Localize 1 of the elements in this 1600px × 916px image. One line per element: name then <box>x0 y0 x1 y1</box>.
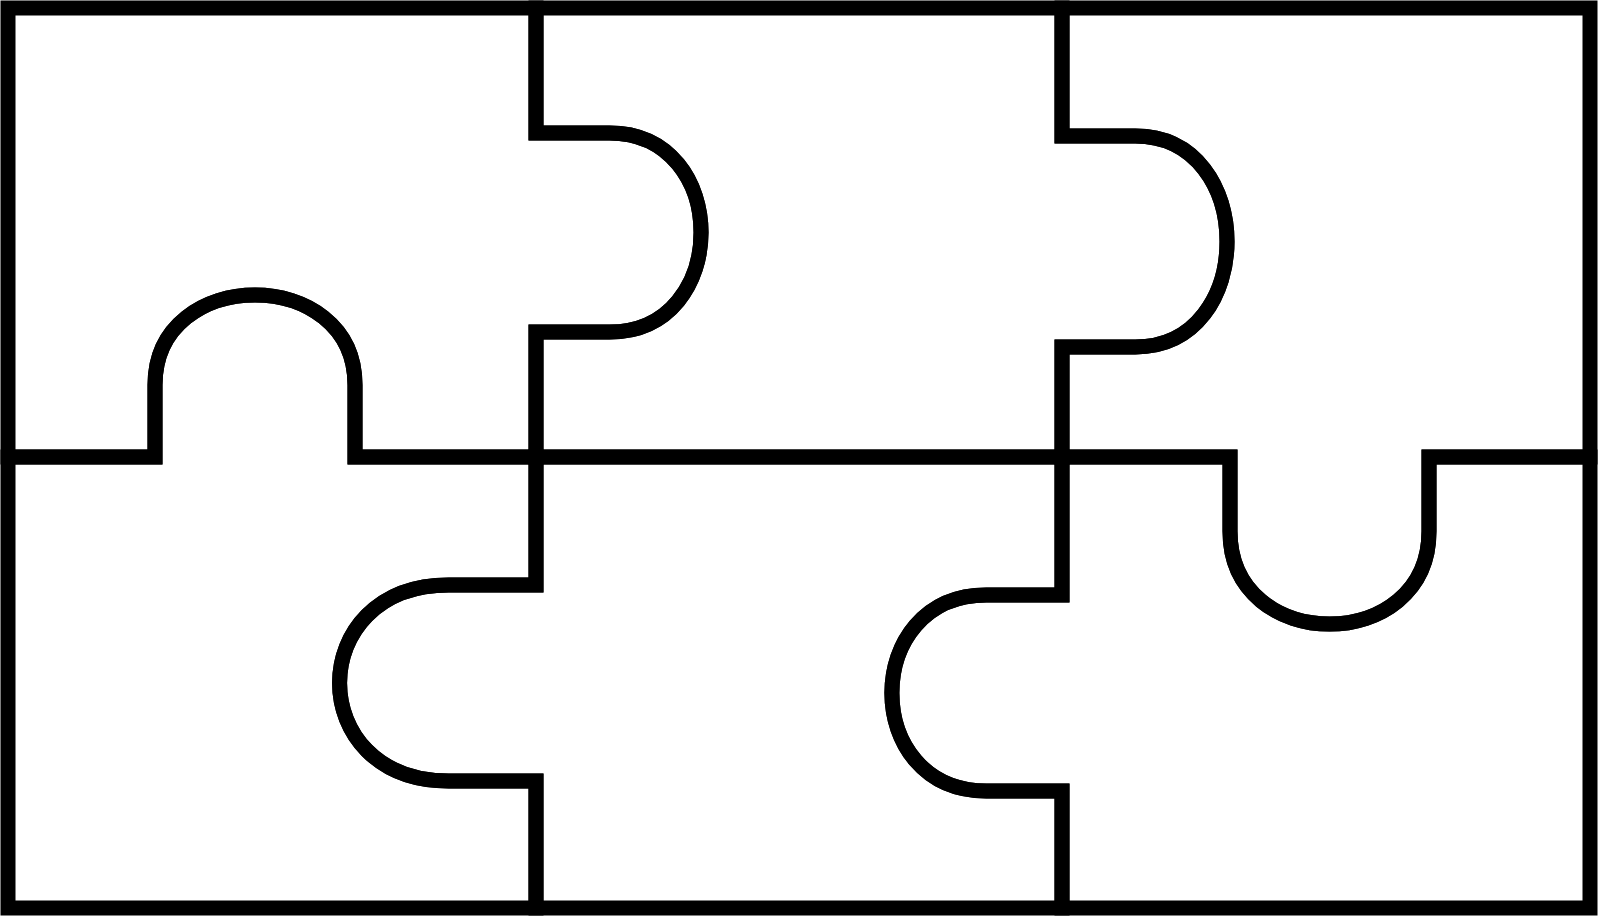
puzzle-piece <box>884 449 1598 916</box>
